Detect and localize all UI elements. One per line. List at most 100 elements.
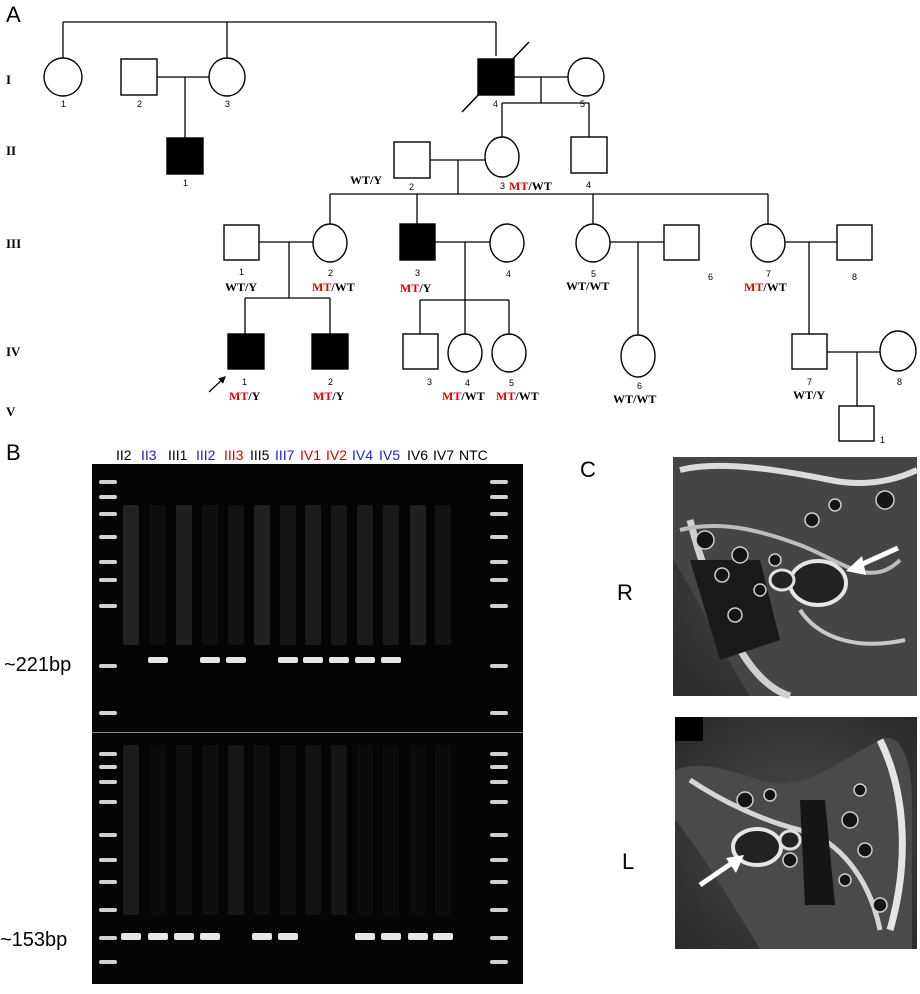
gel-band-221 [355, 657, 375, 663]
pedigree-individual: 3 [402, 333, 439, 387]
individual-number: 5 [580, 99, 585, 109]
gel-smear [123, 745, 139, 915]
gel-smear [305, 745, 321, 915]
gel-smear [383, 505, 399, 645]
gel-smear [383, 745, 399, 915]
gel-smear [202, 745, 218, 915]
female-symbol [484, 136, 520, 178]
male-symbol [402, 333, 439, 370]
pedigree-individual: 4 [461, 41, 530, 113]
gel-band-221 [226, 657, 246, 663]
panel-c-ct: C R L [580, 457, 919, 949]
individual-number: 4 [506, 269, 511, 279]
individual-number: 4 [465, 378, 470, 388]
gel-smear [435, 745, 451, 915]
gel-smear [410, 745, 426, 915]
generation-label-v: V [6, 404, 16, 419]
ladder-band [99, 960, 117, 964]
individual-number: 2 [328, 268, 333, 278]
female-symbol [447, 333, 483, 373]
pedigree-individual: 3 MT/Y [399, 223, 436, 295]
gel-smear [176, 745, 192, 915]
gel-lane-label: IV2 [326, 447, 347, 463]
pedigree-individual: 1 [838, 405, 885, 445]
pedigree-individual: 1 [43, 57, 83, 109]
gel-lane-label: III7 [275, 447, 295, 463]
gel-lane-label: IV5 [379, 447, 400, 463]
ladder-band [490, 664, 508, 668]
genotype-label: MT/WT [442, 389, 485, 403]
pedigree-individual: 5 WT/WT [566, 223, 611, 293]
genotype-label: MT/WT [496, 389, 539, 403]
ladder-band [490, 800, 508, 804]
ladder-band [490, 880, 508, 884]
genotype-label: MT/WT [744, 280, 787, 294]
gel-band-221 [148, 657, 168, 663]
individual-number: 2 [409, 182, 414, 192]
individual-number: 7 [807, 377, 812, 387]
female-symbol [491, 333, 527, 373]
ladder-band [99, 512, 117, 516]
pedigree-individual: 5 MT/WT [491, 333, 539, 403]
ladder-band [490, 604, 508, 608]
ladder-band [490, 833, 508, 837]
gel-lane-label: III5 [250, 447, 270, 463]
gel-smear [123, 505, 139, 645]
male-symbol [223, 224, 260, 261]
gel-band-153 [174, 933, 194, 940]
generation-label-i: I [6, 72, 11, 87]
individual-number: 8 [897, 377, 902, 387]
ladder-band [490, 765, 508, 769]
gel-band-153 [148, 933, 168, 940]
ladder-band [99, 833, 117, 837]
ladder-band [99, 495, 117, 499]
gel-lane-label: III2 [196, 447, 216, 463]
band-size-label-153: ~153bp [0, 929, 67, 951]
gel-smear [280, 505, 296, 645]
affected-male-symbol [227, 333, 265, 370]
gel-smear [228, 505, 244, 645]
gel-lane-label: IV7 [433, 447, 454, 463]
gel-bottom [92, 733, 523, 984]
individual-number: 5 [509, 378, 514, 388]
gel-lane-label: IV4 [352, 447, 373, 463]
male-symbol [393, 141, 431, 179]
pedigree-individual: 6 WT/WT [613, 334, 656, 406]
gel-smear [254, 745, 270, 915]
gel-bands [99, 480, 508, 964]
genotype-label: WT/Y [793, 388, 825, 402]
genotype-label: WT/WT [566, 279, 609, 293]
panel-a-pedigree: A I II III IV V [6, 2, 917, 445]
affected-male-symbol [311, 333, 349, 370]
individual-number: 1 [242, 377, 247, 387]
ladder-band [490, 560, 508, 564]
genotype-label: MT/WT [509, 179, 552, 193]
pedigree-individual: 3 MT/WT [484, 136, 552, 193]
ct-image-right [673, 457, 919, 700]
pedigree-lines [62, 21, 880, 406]
genotype-label: MT/Y [400, 281, 432, 295]
gel-band-221 [278, 657, 298, 663]
ct-arrow-right-icon [856, 545, 900, 569]
ladder-band [490, 480, 508, 484]
individual-number: 5 [591, 269, 596, 279]
gel-smear [202, 505, 218, 645]
individual-number: 8 [852, 272, 857, 282]
female-symbol [489, 223, 525, 263]
gel-band-221 [200, 657, 220, 663]
ladder-band [99, 800, 117, 804]
pedigree-individual: 4 [570, 136, 608, 190]
individual-number: 1 [880, 435, 885, 445]
genotype-label: WT/Y [225, 280, 257, 294]
gel-lane-label: III3 [224, 447, 244, 463]
male-symbol [120, 58, 158, 96]
gel-smear [331, 505, 347, 645]
individual-number: 3 [500, 181, 505, 191]
pedigree-individual: 8 [836, 224, 873, 282]
gel-smear [410, 505, 426, 645]
panel-label-c: C [580, 457, 596, 482]
female-symbol [620, 334, 656, 378]
individual-number: 1 [61, 99, 66, 109]
female-symbol [43, 57, 83, 97]
